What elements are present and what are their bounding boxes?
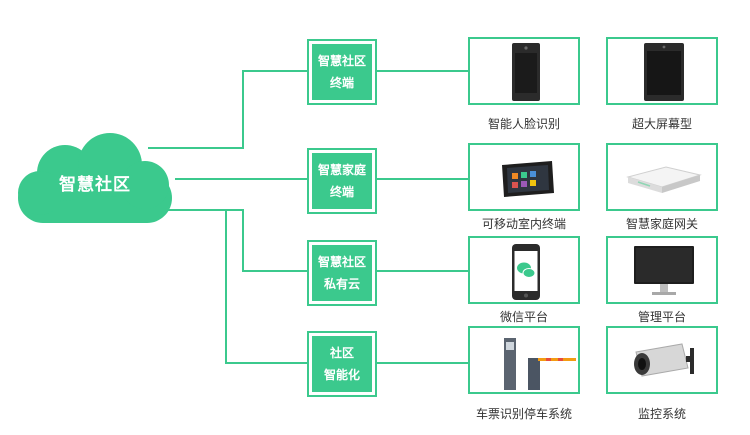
monitor-icon <box>634 246 694 295</box>
category-line1: 社区 <box>329 346 354 360</box>
connector-hub-cat1 <box>148 70 308 149</box>
product-label: 管理平台 <box>637 310 686 324</box>
product-card-home-gateway <box>606 143 718 211</box>
cloud-hub-icon <box>18 133 172 223</box>
category-line2: 终端 <box>329 76 354 90</box>
product-card-surveillance <box>606 326 718 394</box>
category-home-terminal: 智慧家庭 终端 <box>307 148 377 214</box>
face-recognition-panel-icon <box>512 43 540 101</box>
product-card-large-screen <box>606 37 718 105</box>
category-line1: 智慧家庭 <box>317 163 366 177</box>
product-label: 可移动室内终端 <box>481 217 566 231</box>
product-card-management <box>606 236 718 304</box>
tablet-terminal-icon <box>502 161 554 197</box>
product-card-parking <box>468 326 580 394</box>
product-label: 超大屏幕型 <box>631 117 692 131</box>
category-private-cloud: 智慧社区 私有云 <box>307 240 377 306</box>
product-label: 微信平台 <box>499 310 548 324</box>
product-label: 智慧家庭网关 <box>625 217 698 231</box>
home-gateway-icon <box>626 166 702 193</box>
product-label: 监控系统 <box>637 407 686 421</box>
category-line1: 智慧社区 <box>317 54 366 68</box>
product-card-face-recognition <box>468 37 580 105</box>
product-card-tablet-terminal <box>468 143 580 211</box>
cctv-camera-icon <box>634 343 694 377</box>
hub-label: 智慧社区 <box>59 175 131 195</box>
large-screen-panel-icon <box>644 43 684 101</box>
product-card-wechat <box>468 236 580 304</box>
product-label: 车票识别停车系统 <box>475 407 572 421</box>
category-line1: 智慧社区 <box>317 255 366 269</box>
product-label: 智能人脸识别 <box>487 117 560 131</box>
category-community-terminal: 智慧社区 终端 <box>307 39 377 105</box>
category-line2: 私有云 <box>323 277 360 291</box>
wechat-phone-icon <box>512 244 540 300</box>
category-line2: 智能化 <box>323 368 360 382</box>
category-line2: 终端 <box>329 185 354 199</box>
category-community-intelligence: 社区 智能化 <box>307 331 377 397</box>
parking-barrier-icon <box>504 338 576 390</box>
connector-hub-cat3 <box>160 209 308 272</box>
connector-hub-cat4 <box>170 209 308 364</box>
